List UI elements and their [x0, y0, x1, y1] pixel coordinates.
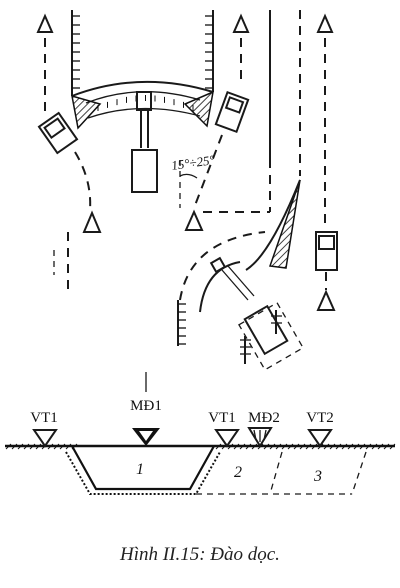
marker-md1: MĐ1: [130, 398, 162, 446]
label-vt1-right: VT1: [208, 410, 236, 426]
zone-label-2: 2: [234, 464, 242, 481]
angle-label: 15°÷25°: [170, 152, 215, 173]
middle-haul-route: 15°÷25°: [170, 13, 250, 231]
marker-vt2: VT2: [306, 410, 334, 448]
second-excavation-arc: [177, 179, 304, 371]
excavation-lane: [71, 10, 214, 193]
label-vt1-left: VT1: [30, 410, 58, 426]
marker-vt1-right: VT1: [208, 410, 240, 448]
excavator-icon-md1: [131, 91, 158, 193]
truck-icon-left: [37, 111, 79, 155]
label-vt2: VT2: [306, 410, 334, 426]
bucket-icon-md2: [209, 256, 227, 274]
track-marks: [240, 310, 282, 364]
left-haul-route: [36, 13, 102, 233]
plan-view: 15°÷25°: [36, 10, 338, 371]
right-haul-route: [315, 13, 338, 311]
zone-label-1: 1: [136, 461, 144, 478]
figure-caption: Hình II.15: Đào dọc.: [120, 544, 280, 565]
label-md1: MĐ1: [130, 398, 162, 414]
label-md2: MĐ2: [248, 410, 280, 426]
marker-md2: MĐ2: [247, 410, 280, 448]
truck-icon-middle: [214, 90, 250, 134]
right-lane: [53, 10, 301, 292]
cross-section: 1 2 3 VT1 MĐ1 VT1 MĐ2 VT2: [5, 372, 396, 495]
truck-icon-right: [315, 231, 338, 271]
marker-vt1-left: VT1: [30, 410, 58, 448]
zone-label-3: 3: [313, 468, 322, 485]
